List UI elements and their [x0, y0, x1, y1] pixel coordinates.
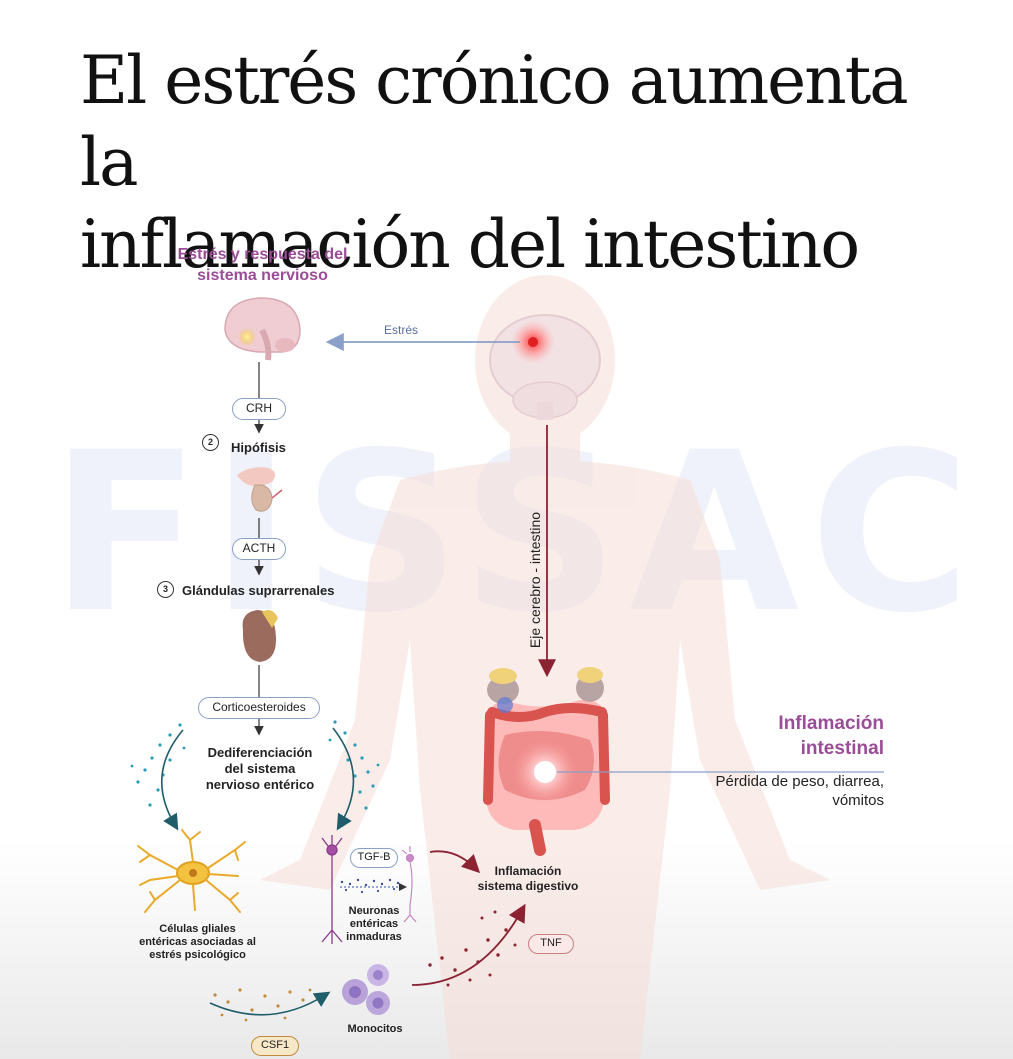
dedifferentiation-line-1: Dediferenciación: [207, 745, 313, 760]
immature-neurons-line-2: entéricas: [349, 918, 399, 930]
tnf-dots: [428, 910, 517, 987]
stress-label: Estrés: [384, 323, 419, 337]
dedifferentiation-line-2: del sistema: [224, 761, 296, 776]
immature-neurons-line-3: inmaduras: [346, 931, 402, 943]
digestive-inflammation-line-2: sistema digestivo: [477, 879, 579, 893]
symptoms-line-2: vómitos: [832, 792, 884, 809]
tnf-arrow: [411, 903, 526, 986]
crh-badge: CRH: [232, 398, 286, 420]
digestive-inflammation-label: Inflamación sistema digestivo: [458, 864, 598, 894]
csf1-badge: CSF1: [251, 1036, 299, 1056]
intestinal-inflammation-line-2: intestinal: [800, 738, 884, 759]
section-heading-line-1: Estrés y respuesta del: [177, 246, 348, 263]
glial-cell-icon: [137, 829, 246, 913]
body-brain-icon: [489, 314, 601, 420]
symptoms-text: Pérdida de peso, diarrea, vómitos: [660, 772, 884, 810]
csf1-arrow: [209, 991, 331, 1016]
right-teal-dots: [328, 720, 380, 810]
glial-cells-line-2: entéricas asociadas al: [139, 936, 256, 948]
intestinal-inflammation-heading: Inflamación intestinal: [700, 711, 884, 761]
section-heading-line-2: sistema nervioso: [197, 267, 328, 284]
step-number-2: 2: [202, 434, 219, 451]
pituitary-icon: [237, 467, 283, 512]
neuron-icon: [321, 835, 343, 944]
right-curved-arrow: [332, 727, 355, 831]
adrenal-gland-icon: [242, 610, 278, 662]
glial-cells-line-3: estrés psicológico: [149, 949, 246, 961]
dedifferentiation-line-3: nervioso entérico: [205, 777, 315, 792]
dedifferentiation-label: Dediferenciación del sistema nervioso en…: [190, 745, 330, 793]
intestine-icon: [483, 667, 610, 856]
corticosteroids-badge: Corticoesteroides: [198, 697, 320, 719]
digestive-inflammation-line-1: Inflamación: [494, 864, 562, 878]
brain-icon: [224, 297, 301, 361]
tgfb-dots: [340, 878, 400, 894]
acth-badge: ACTH: [232, 538, 286, 560]
tnf-badge: TNF: [528, 934, 574, 954]
glial-cells-line-1: Células gliales: [159, 923, 236, 935]
neurons-to-digestive-arrow: [429, 850, 481, 874]
page-title: El estrés crónico aumenta la inflamación…: [80, 40, 980, 286]
intestinal-inflammation-line-1: Inflamación: [778, 713, 884, 734]
title-line-2: inflamación del intestino: [80, 206, 860, 283]
immature-neurons-line-1: Neuronas: [348, 905, 400, 917]
glial-cells-label: Células gliales entéricas asociadas al e…: [125, 923, 270, 962]
monocytes-label: Monocitos: [347, 1023, 403, 1035]
symptoms-line-1: Pérdida de peso, diarrea,: [715, 773, 884, 790]
section-heading: Estrés y respuesta del sistema nervioso: [150, 244, 375, 286]
csf1-dots: [213, 988, 312, 1022]
left-teal-dots: [130, 723, 186, 807]
tgfb-badge: TGF-B: [350, 848, 398, 868]
adrenal-label: Glándulas suprarrenales: [182, 583, 335, 598]
step-number-3: 3: [157, 581, 174, 598]
monocyte-icons: [342, 964, 390, 1015]
left-curved-arrow: [160, 729, 184, 831]
immature-neurons-label: Neuronas entéricas inmaduras: [338, 905, 410, 944]
pituitary-label: Hipófisis: [231, 440, 286, 455]
immature-neuron-icon: [401, 846, 417, 923]
brain-gut-axis-text: Eje cerebro - intestino: [527, 511, 543, 649]
title-line-1: El estrés crónico aumenta la: [80, 42, 909, 201]
